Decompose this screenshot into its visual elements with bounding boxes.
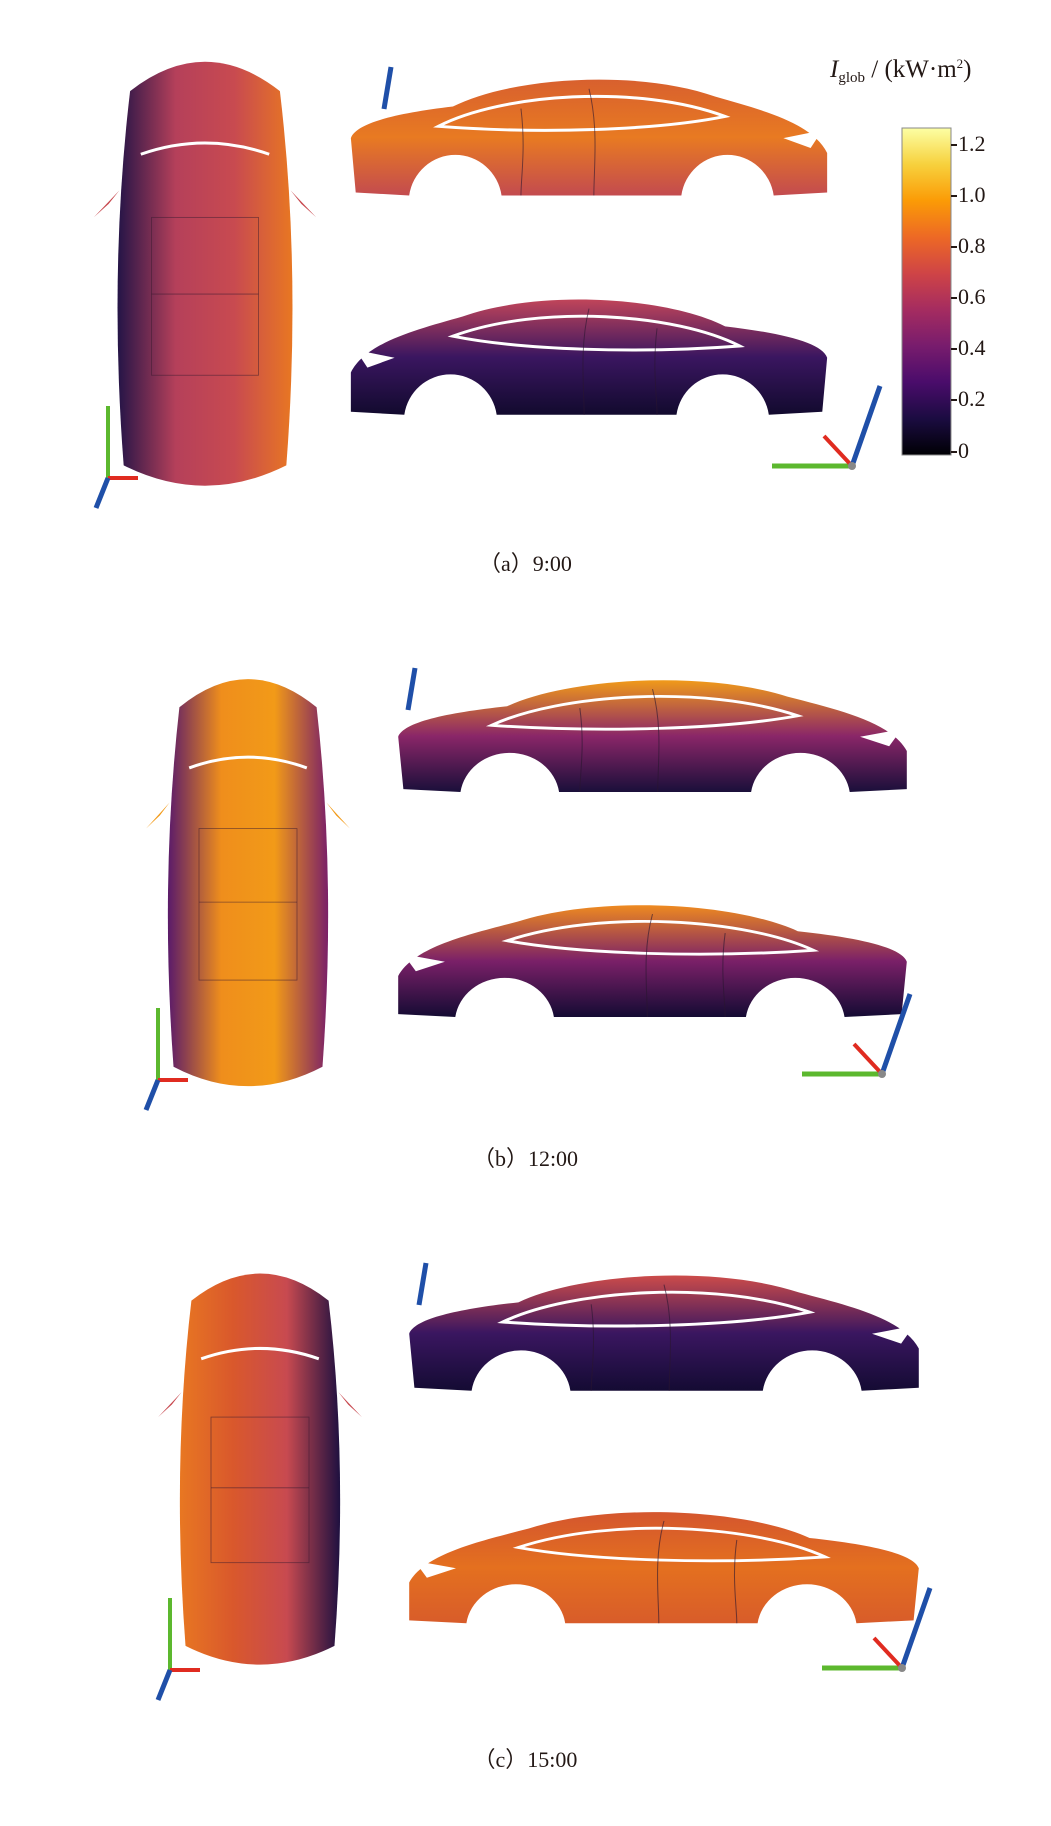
colorbar-tick: 0.8 [951, 233, 986, 258]
axis-triad-side-view [772, 385, 883, 470]
axis-triad-side-view [802, 993, 913, 1078]
axis-triad-top-view [143, 1008, 188, 1111]
colorbar-tick: 0 [951, 438, 969, 463]
colorbar-title: Iglob / (kW·m2) [830, 56, 972, 86]
caption-a: （a）9:00 [479, 551, 572, 576]
colorbar-tick: 1.0 [951, 182, 986, 207]
car-side-view-right [409, 1512, 919, 1624]
car-side-view-left [409, 1275, 919, 1391]
axis-triad-top-view [93, 406, 138, 509]
axis-arrow [416, 1262, 429, 1306]
car-side-view-right [350, 299, 828, 415]
axis-triad-side-view [822, 1587, 933, 1672]
axis-arrow [381, 66, 394, 110]
caption-c: （c）15:00 [473, 1747, 578, 1772]
colorbar-tick: 1.2 [951, 131, 986, 156]
colorbar-tick: 0.6 [951, 284, 986, 309]
axis-arrow [405, 667, 418, 711]
colorbar-tick: 0.4 [951, 335, 986, 360]
colorbar-tick: 0.2 [951, 386, 986, 411]
car-side-view-left [350, 79, 828, 196]
car-top-view [146, 679, 350, 1087]
car-side-view-left [398, 680, 907, 792]
axis-triad-top-view [155, 1598, 200, 1701]
car-side-view-right [398, 905, 907, 1017]
caption-b: （b）12:00 [472, 1146, 579, 1171]
car-top-view [93, 61, 317, 486]
car-top-view [158, 1273, 362, 1665]
colorbar [901, 127, 952, 456]
